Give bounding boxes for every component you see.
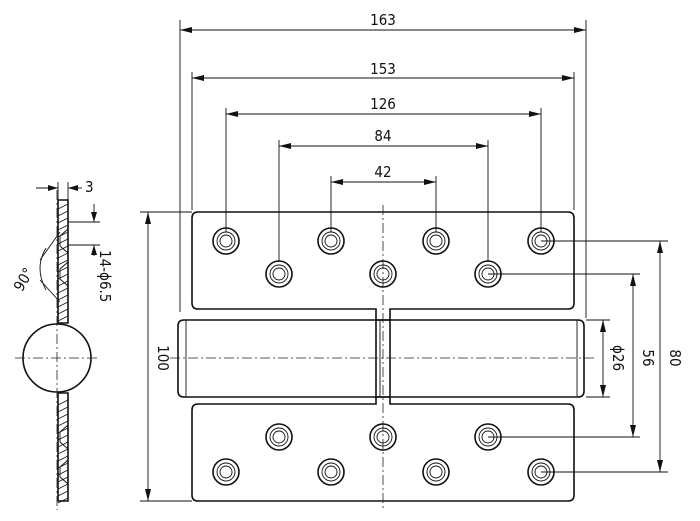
dim-inner-hole-span: 42 xyxy=(374,163,391,181)
mounting-hole xyxy=(369,423,397,451)
lower-leaf-outline xyxy=(191,396,575,502)
side-view: 3 14-ϕ6.5 90° xyxy=(10,178,114,510)
countersink-notch xyxy=(59,424,69,450)
mounting-hole xyxy=(317,458,345,486)
mounting-hole xyxy=(212,458,240,486)
side-leaf-outline xyxy=(57,199,69,324)
dim-countersink-angle: 90° xyxy=(10,265,38,295)
mounting-hole xyxy=(422,458,450,486)
dim-row-spacing-inner: 56 xyxy=(639,349,657,366)
countersink-notch xyxy=(59,228,69,254)
mounting-hole xyxy=(265,260,293,288)
dim-plate-width: 153 xyxy=(370,60,396,78)
knuckle-barrel xyxy=(177,319,585,398)
dim-overall-height: 100 xyxy=(154,345,172,371)
dim-outer-hole-span: 126 xyxy=(370,95,396,113)
dim-leaf-thickness: 3 xyxy=(85,178,94,196)
dim-middle-hole-span: 84 xyxy=(374,127,391,145)
right-dimensions: 80 56 ϕ26 xyxy=(488,240,684,473)
dim-knuckle-diameter: ϕ26 xyxy=(609,345,627,371)
mounting-holes xyxy=(212,227,555,486)
dim-hole-callout: 14-ϕ6.5 xyxy=(96,250,114,302)
side-countersinks xyxy=(59,228,69,485)
countersink-notch xyxy=(59,261,69,287)
countersink-notch xyxy=(59,459,69,485)
mounting-hole xyxy=(265,423,293,451)
dim-row-spacing-outer: 80 xyxy=(666,349,684,366)
front-view xyxy=(170,205,596,510)
dim-overall-width: 163 xyxy=(370,11,396,29)
left-dimension: 100 xyxy=(140,211,192,502)
mounting-hole xyxy=(369,260,397,288)
top-dimensions: 163 153 126 84 42 xyxy=(179,11,587,318)
